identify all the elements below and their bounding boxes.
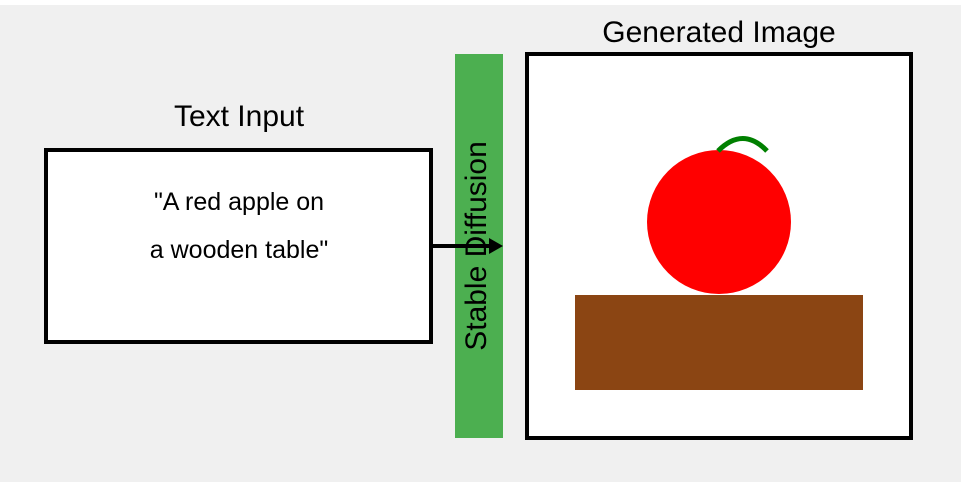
red-apple bbox=[647, 150, 791, 294]
wooden-table bbox=[575, 295, 863, 390]
prompt-text-line-2: a wooden table" bbox=[150, 236, 328, 264]
flow-arrow-head bbox=[489, 238, 503, 254]
input-box-title: Text Input bbox=[174, 100, 305, 133]
stable-diffusion-label: Stable Diffusion bbox=[460, 141, 493, 351]
prompt-text-line-1: "A red apple on bbox=[154, 188, 324, 216]
text-input-box bbox=[44, 148, 433, 344]
output-box-title: Generated Image bbox=[602, 16, 835, 49]
apple-stem bbox=[716, 136, 769, 153]
